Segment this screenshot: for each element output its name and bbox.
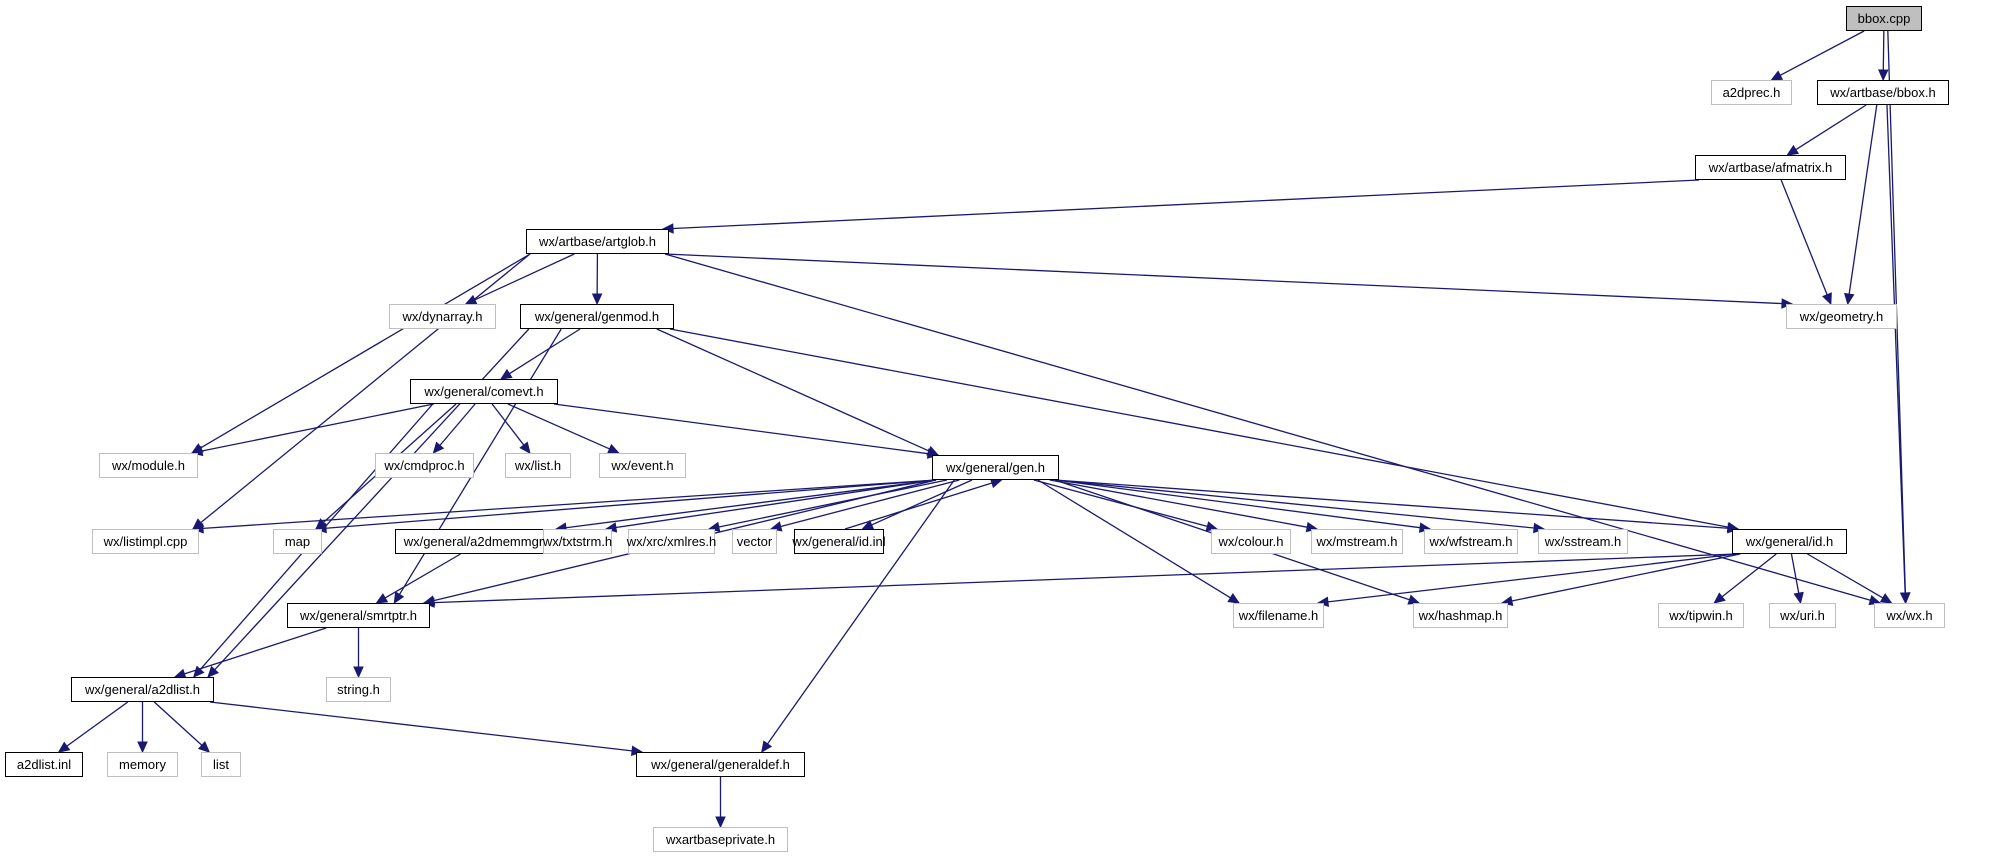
edge-a2dmemmgr_h-to-smrtptr_h bbox=[385, 554, 460, 598]
node-list-h: wx/list.h bbox=[505, 453, 571, 478]
node-dynarray-h: wx/dynarray.h bbox=[389, 304, 496, 329]
node-xmlres-h: wx/xrc/xmlres.h bbox=[628, 529, 715, 554]
edge-id_h-to-wx_h bbox=[1808, 554, 1883, 598]
edge-gen_h-to-mstream_h bbox=[1050, 480, 1307, 527]
node-mstream-h: wx/mstream.h bbox=[1311, 529, 1403, 554]
node-tipwin-h: wx/tipwin.h bbox=[1658, 603, 1744, 628]
node-map: map bbox=[273, 529, 322, 554]
arrowhead-artglob_h-to-genmod_h bbox=[593, 294, 602, 304]
edge-comevt_h-to-event_h bbox=[508, 404, 610, 449]
edge-artbase_bbox_h-to-afmatrix_h bbox=[1796, 105, 1866, 150]
edge-gen_h-to-txtstrm_h bbox=[616, 480, 936, 528]
node-colour-h: wx/colour.h bbox=[1211, 529, 1291, 554]
node-filename-h: wx/filename.h bbox=[1233, 603, 1324, 628]
edge-smrtptr_h-to-a2dlist_h bbox=[184, 628, 326, 674]
arrowhead-a2dlist_h-to-memory bbox=[138, 742, 147, 752]
node-comevt-h[interactable]: wx/general/comevt.h bbox=[410, 379, 558, 404]
node-wfstream-h: wx/wfstream.h bbox=[1424, 529, 1518, 554]
node-artglob-h[interactable]: wx/artbase/artglob.h bbox=[526, 229, 669, 254]
edge-gen_h-to-listimpl_cpp bbox=[203, 480, 936, 528]
node-id-inl[interactable]: wx/general/id.inl bbox=[794, 529, 884, 554]
edge-artglob_h-to-module_h bbox=[201, 254, 531, 448]
edge-genmod_h-to-gen_h bbox=[657, 329, 929, 451]
node-list: list bbox=[201, 752, 241, 777]
arrowhead-genmod_h-to-smrtptr_h bbox=[394, 592, 403, 603]
node-vector: vector bbox=[732, 529, 777, 554]
arrowhead-gen_h-to-generaldef_h bbox=[762, 741, 771, 752]
arrowhead-bbox_cpp-to-artbase_bbox_h bbox=[1879, 70, 1888, 80]
edge-artbase_bbox_h-to-wx_h bbox=[1887, 105, 1905, 593]
edge-a2dlist_h-to-a2dlist_inl bbox=[67, 702, 128, 746]
arrowhead-bbox_cpp-to-a2dprec_h bbox=[1771, 71, 1782, 80]
edge-artbase_bbox_h-to-geometry_h bbox=[1849, 105, 1877, 294]
edge-afmatrix_h-to-artglob_h bbox=[673, 180, 1699, 229]
node-hashmap-h: wx/hashmap.h bbox=[1413, 603, 1508, 628]
arrowhead-comevt_h-to-event_h bbox=[608, 445, 619, 453]
arrowhead-smrtptr_h-to-string_h bbox=[354, 667, 363, 677]
edge-gen_h-to-filename_h bbox=[1038, 480, 1231, 598]
edge-gen_h-to-id_h bbox=[1055, 480, 1728, 528]
node-afmatrix-h[interactable]: wx/artbase/afmatrix.h bbox=[1695, 155, 1846, 180]
node-gen-h[interactable]: wx/general/gen.h bbox=[932, 455, 1059, 480]
edge-genmod_h-to-id_h bbox=[670, 329, 1728, 527]
node-sstream-h: wx/sstream.h bbox=[1538, 529, 1628, 554]
node-string-h: string.h bbox=[326, 677, 391, 702]
arrowhead-artbase_bbox_h-to-afmatrix_h bbox=[1787, 146, 1798, 155]
node-a2dmemmgr-h[interactable]: wx/general/a2dmemmgr.h bbox=[395, 529, 562, 554]
edge-artglob_h-to-dynarray_h bbox=[475, 254, 574, 300]
node-uri-h: wx/uri.h bbox=[1769, 603, 1836, 628]
arrowhead-generaldef_h-to-wxartbaseprivate_h bbox=[716, 817, 725, 827]
arrowhead-a2dmemmgr_h-to-smrtptr_h bbox=[377, 594, 388, 603]
edge-bbox_cpp-to-artbase_bbox_h bbox=[1883, 31, 1884, 70]
edge-id_h-to-uri_h bbox=[1791, 554, 1798, 593]
edge-genmod_h-to-comevt_h bbox=[509, 329, 580, 374]
edge-gen_h-to-generaldef_h bbox=[768, 480, 955, 744]
edge-artglob_h-to-geometry_h bbox=[665, 254, 1782, 304]
edge-gen_h-to-vector bbox=[781, 480, 960, 526]
node-a2dprec-h: a2dprec.h bbox=[1711, 80, 1792, 105]
arrowhead-id_h-to-uri_h bbox=[1794, 592, 1803, 603]
arrowhead-artbase_bbox_h-to-geometry_h bbox=[1845, 293, 1854, 304]
arrowhead-comevt_h-to-list_h bbox=[520, 442, 530, 453]
node-genmod-h[interactable]: wx/general/genmod.h bbox=[520, 304, 674, 329]
node-listimpl-cpp: wx/listimpl.cpp bbox=[92, 529, 199, 554]
node-wx-h: wx/wx.h bbox=[1874, 603, 1945, 628]
node-memory: memory bbox=[107, 752, 178, 777]
node-event-h: wx/event.h bbox=[599, 453, 686, 478]
node-id-h[interactable]: wx/general/id.h bbox=[1732, 529, 1847, 554]
arrowhead-gen_h-to-filename_h bbox=[1228, 594, 1239, 603]
edge-bbox_cpp-to-a2dprec_h bbox=[1780, 31, 1864, 75]
node-geometry-h: wx/geometry.h bbox=[1786, 304, 1897, 329]
edge-comevt_h-to-list_h bbox=[492, 404, 524, 445]
edge-comevt_h-to-gen_h bbox=[554, 404, 928, 454]
arrowhead-afmatrix_h-to-geometry_h bbox=[1823, 293, 1831, 304]
edge-a2dlist_h-to-list bbox=[154, 702, 202, 745]
edge-a2dlist_h-to-generaldef_h bbox=[210, 702, 632, 751]
arrowhead-id_h-to-wx_h bbox=[1881, 594, 1892, 603]
node-artbase-bbox-h[interactable]: wx/artbase/bbox.h bbox=[1817, 80, 1949, 105]
node-wxartbaseprivate-h: wxartbaseprivate.h bbox=[653, 827, 788, 852]
node-module-h: wx/module.h bbox=[99, 453, 198, 478]
arrowhead-id_h-to-tipwin_h bbox=[1714, 593, 1725, 603]
edge-afmatrix_h-to-geometry_h bbox=[1781, 180, 1827, 295]
node-a2dlist-inl[interactable]: a2dlist.inl bbox=[5, 752, 83, 777]
node-a2dlist-h[interactable]: wx/general/a2dlist.h bbox=[71, 677, 214, 702]
node-bbox-cpp[interactable]: bbox.cpp bbox=[1846, 6, 1922, 31]
node-txtstrm-h: wx/txtstrm.h bbox=[543, 529, 612, 554]
arrowhead-genmod_h-to-comevt_h bbox=[501, 370, 512, 379]
node-cmdproc-h: wx/cmdproc.h bbox=[375, 453, 474, 478]
node-generaldef-h[interactable]: wx/general/generaldef.h bbox=[636, 752, 805, 777]
node-smrtptr-h[interactable]: wx/general/smrtptr.h bbox=[287, 603, 430, 628]
edge-comevt_h-to-cmdproc_h bbox=[440, 404, 475, 445]
edge-gen_h-to-wfstream_h bbox=[1055, 480, 1420, 528]
arrowhead-a2dlist_h-to-a2dlist_inl bbox=[59, 742, 70, 752]
edge-gen_h-to-map bbox=[326, 480, 936, 528]
